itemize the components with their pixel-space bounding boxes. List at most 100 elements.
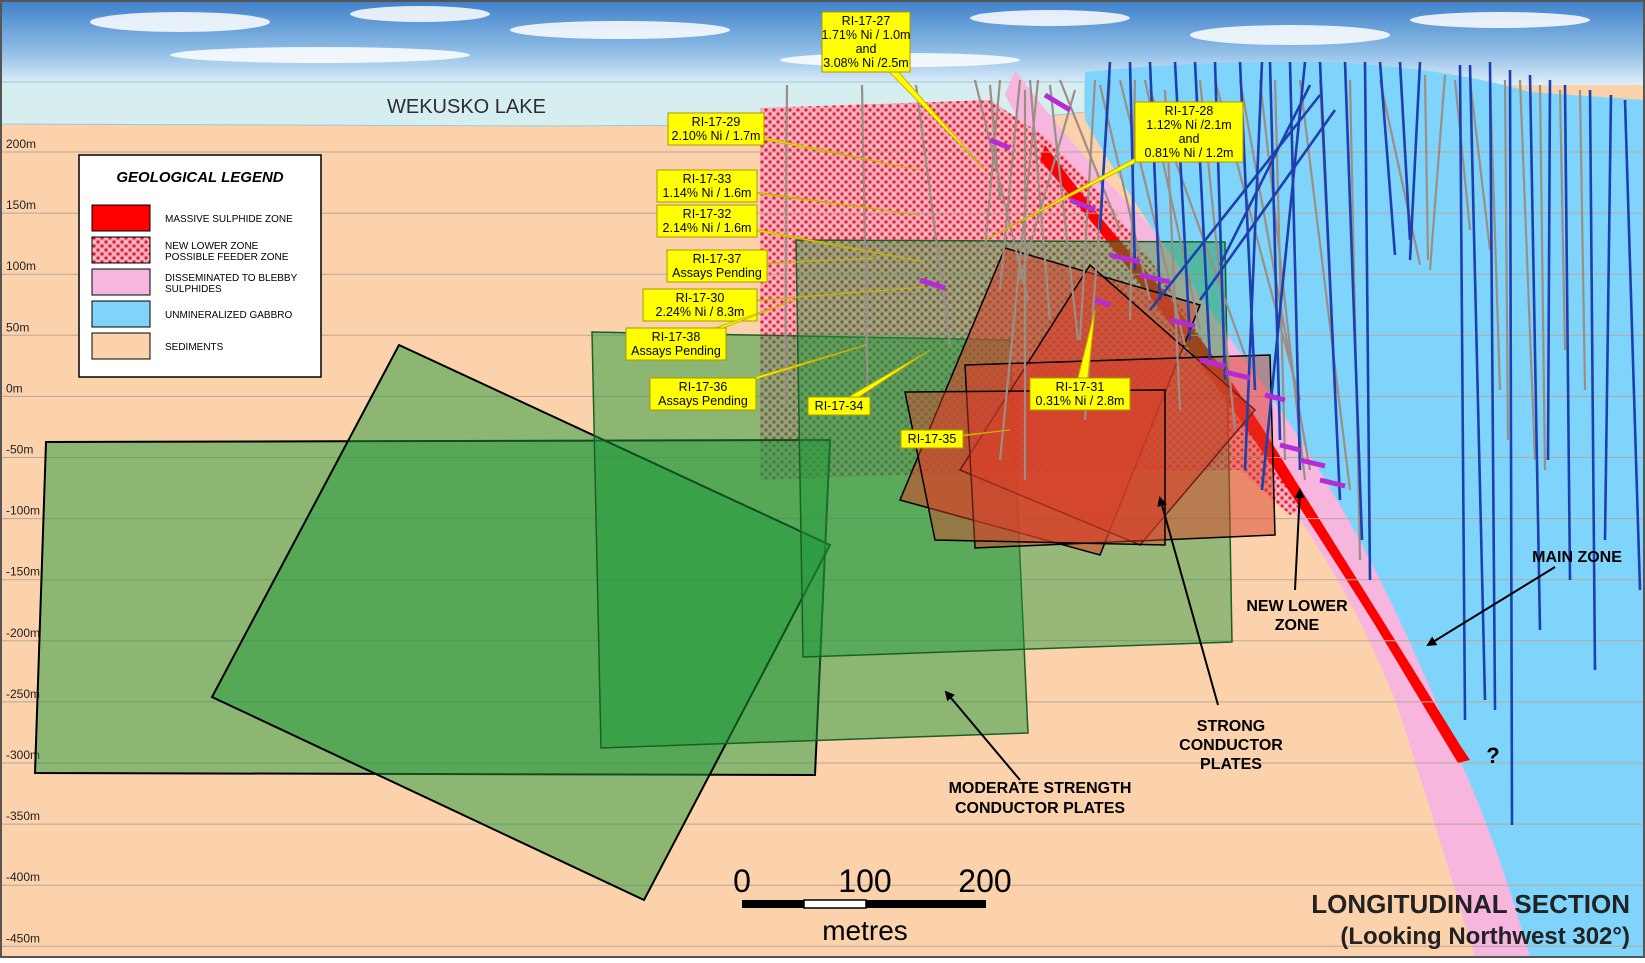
drill-label-text: RI-17-37 [693, 252, 742, 266]
section-title-1: LONGITUDINAL SECTION [1311, 889, 1630, 919]
assay-intercept [1109, 252, 1141, 265]
drill-trace [1048, 84, 1080, 341]
depth-label: -250m [6, 687, 40, 701]
drill-trace-gabbro [1218, 84, 1312, 266]
legend-label: SEDIMENTS [165, 342, 224, 353]
drill-trace [1538, 84, 1547, 471]
drill-trace-gabbro [1268, 61, 1282, 441]
drill-trace-gabbro [1488, 61, 1497, 711]
drill-label-text: RI-17-31 [1056, 380, 1105, 394]
geological-legend: GEOLOGICAL LEGEND MASSIVE SULPHIDE ZONEN… [78, 154, 322, 378]
drill-label-box [666, 249, 768, 283]
drill-label-text: RI-17-36 [679, 380, 728, 394]
drill-trace-gabbro [1408, 61, 1422, 261]
assay-intercept [1264, 392, 1286, 403]
drill-trace [1503, 79, 1510, 441]
legend-swatch [91, 300, 151, 328]
drill-trace-gabbro [1243, 61, 1264, 471]
drill-label-text: RI-17-28 [1165, 104, 1214, 118]
strong-plates-label-1: STRONG [1197, 718, 1265, 735]
drill-label-text: 0.31% Ni / 2.8m [1036, 394, 1125, 408]
scale-segment-2 [803, 899, 867, 909]
drill-trace [1098, 84, 1152, 301]
depth-label: 150m [6, 198, 36, 212]
drill-trace-gabbro [1098, 61, 1112, 231]
drill-trace-gabbro [1260, 61, 1307, 491]
assay-intercept [1094, 297, 1111, 308]
gabbro-zone [1085, 61, 1645, 958]
section-title-2: (Looking Northwest 302°) [1340, 923, 1630, 950]
legend-label: DISSEMINATED TO BLEBBY [165, 273, 298, 284]
drill-label-text: RI-17-27 [842, 14, 891, 28]
depth-label: -400m [6, 870, 40, 884]
assay-intercept [1319, 477, 1346, 489]
drill-label-box [667, 112, 765, 146]
drill-label-text: 1.71% Ni / 1.0m [822, 28, 911, 42]
legend-swatch [91, 204, 151, 232]
drill-label-text: 2.10% Ni / 1.7m [672, 129, 761, 143]
new-lower-zone-label-2: ZONE [1275, 617, 1320, 634]
drill-label-text: and [856, 42, 877, 56]
conductor-plates [33, 239, 1276, 902]
drill-trace [1558, 89, 1567, 351]
drill-trace [998, 79, 1022, 291]
drill-trace [1378, 79, 1422, 266]
drill-trace [1273, 79, 1287, 461]
depth-label: -350m [6, 809, 40, 823]
drill-trace [1518, 79, 1537, 461]
legend-swatch [91, 236, 151, 264]
drill-label-box [807, 396, 871, 416]
legend-label: POSSIBLE FEEDER ZONE [165, 252, 289, 263]
question-mark: ? [1486, 743, 1499, 768]
drill-label-text: Assays Pending [672, 266, 762, 280]
drill-trace-gabbro [1603, 94, 1613, 541]
drill-label-text: RI-17-33 [683, 172, 732, 186]
depth-label: 200m [6, 137, 36, 151]
drill-label-box [649, 377, 757, 411]
drill-trace-gabbro [1563, 84, 1572, 581]
legend-swatch [91, 268, 151, 296]
drill-trace-gabbro [1198, 109, 1337, 301]
drill-label-text: RI-17-30 [676, 291, 725, 305]
drill-label-text: 2.14% Ni / 1.6m [663, 221, 752, 235]
drill-label-text: 1.12% Ni /2.1m [1146, 118, 1231, 132]
drill-label-text: RI-17-35 [908, 432, 957, 446]
depth-label: -300m [6, 748, 40, 762]
drill-label-box [625, 327, 727, 361]
scale-segment-3 [866, 900, 986, 908]
main-zone-arrow [1426, 566, 1556, 647]
assay-intercept [1069, 197, 1096, 213]
moderate-plates-label-1: MODERATE STRENGTH [949, 780, 1132, 797]
drill-trace [1018, 89, 1077, 281]
drill-label-box [821, 11, 911, 73]
scale-tick-0: 0 [733, 863, 751, 899]
scale-segment-1 [742, 900, 804, 908]
drill-trace-gabbro [1468, 64, 1487, 701]
drill-trace-gabbro [1128, 61, 1137, 271]
legend-label: MASSIVE SULPHIDE ZONE [165, 214, 293, 225]
drill-label-box [656, 204, 758, 238]
depth-label: 0m [6, 381, 23, 395]
drill-trace-gabbro [1148, 94, 1322, 311]
drill-label-text: RI-17-29 [692, 115, 741, 129]
drill-trace-gabbro [1546, 79, 1552, 461]
drill-label-text: RI-17-32 [683, 207, 732, 221]
drill-label-text: 0.81% Ni / 1.2m [1145, 146, 1234, 160]
drill-trace-gabbro [1398, 61, 1412, 241]
depth-label: 100m [6, 259, 36, 273]
depth-label: -100m [6, 504, 40, 518]
drill-trace-gabbro [1343, 61, 1364, 541]
depth-label: -150m [6, 565, 40, 579]
scale-tick-100: 100 [838, 863, 891, 899]
drill-trace [1428, 74, 1447, 271]
legend-label: UNMINERALIZED GABBRO [165, 310, 292, 321]
assay-intercept [1139, 272, 1171, 285]
drill-trace [1078, 79, 1097, 341]
legend-title: GEOLOGICAL LEGEND [116, 169, 283, 186]
legend-label: SULPHIDES [165, 284, 222, 295]
scale-bar: 0 100 200 metres [733, 863, 1012, 946]
drill-trace [983, 79, 1002, 251]
